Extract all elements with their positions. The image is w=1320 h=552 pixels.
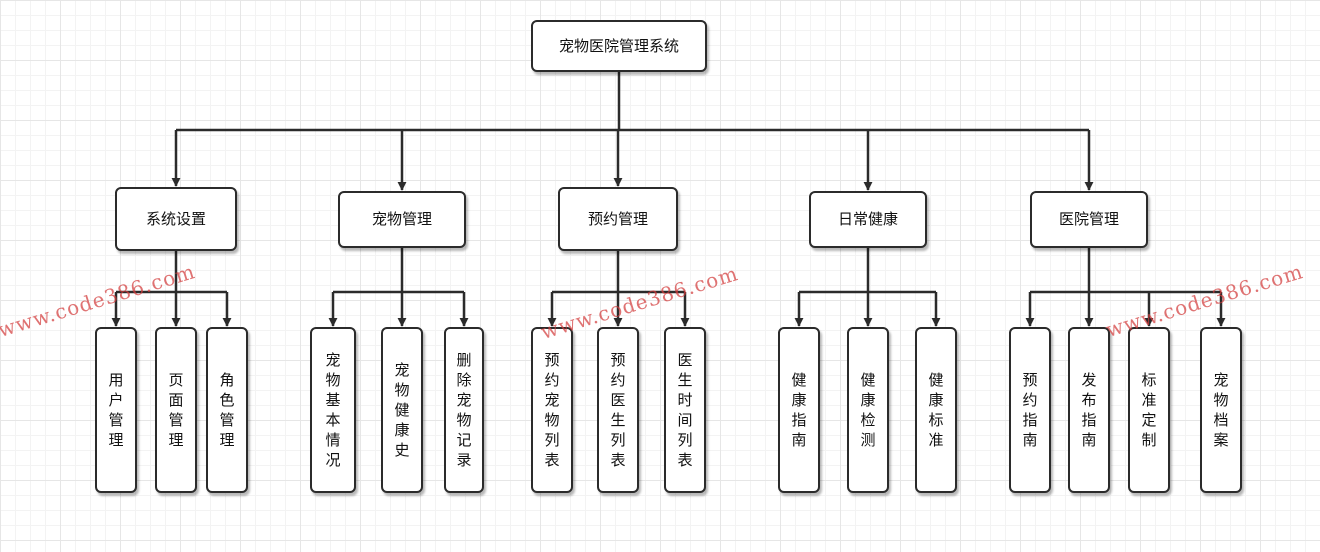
leaf-label: 宠物基本情况 [325,351,341,469]
leaf-label: 标准定制 [1141,371,1157,449]
leaf-node[interactable]: 预约医生列表 [597,327,639,493]
leaf-label: 发布指南 [1081,371,1097,449]
leaf-label: 用户管理 [108,371,124,449]
leaf-label: 健康检测 [860,371,876,449]
leaf-label: 预约指南 [1022,371,1038,449]
leaf-node[interactable]: 宠物健康史 [381,327,423,493]
leaf-node[interactable]: 预约宠物列表 [531,327,573,493]
category-node[interactable]: 日常健康 [809,191,927,248]
leaf-label: 预约宠物列表 [544,351,560,469]
leaf-node[interactable]: 页面管理 [155,327,197,493]
leaf-node[interactable]: 标准定制 [1128,327,1170,493]
leaf-node[interactable]: 角色管理 [206,327,248,493]
leaf-label: 角色管理 [219,371,235,449]
leaf-node[interactable]: 宠物基本情况 [310,327,356,493]
leaf-label: 医生时间列表 [677,351,693,469]
leaf-label: 宠物健康史 [394,361,410,459]
leaf-label: 健康指南 [791,371,807,449]
leaf-label: 宠物档案 [1213,371,1229,449]
category-node[interactable]: 医院管理 [1030,191,1148,248]
root-node[interactable]: 宠物医院管理系统 [531,20,707,72]
leaf-node[interactable]: 健康标准 [915,327,957,493]
leaf-node[interactable]: 删除宠物记录 [444,327,484,493]
leaf-label: 页面管理 [168,371,184,449]
leaf-node[interactable]: 预约指南 [1009,327,1051,493]
category-node[interactable]: 系统设置 [115,187,237,251]
leaf-node[interactable]: 健康检测 [847,327,889,493]
leaf-node[interactable]: 用户管理 [95,327,137,493]
leaf-label: 预约医生列表 [610,351,626,469]
leaf-node[interactable]: 宠物档案 [1200,327,1242,493]
connector-lines [111,72,1226,327]
leaf-node[interactable]: 医生时间列表 [664,327,706,493]
leaf-label: 删除宠物记录 [456,351,472,469]
category-node[interactable]: 宠物管理 [338,191,466,248]
leaf-node[interactable]: 发布指南 [1068,327,1110,493]
leaf-node[interactable]: 健康指南 [778,327,820,493]
leaf-label: 健康标准 [928,371,944,449]
category-node[interactable]: 预约管理 [558,187,678,251]
